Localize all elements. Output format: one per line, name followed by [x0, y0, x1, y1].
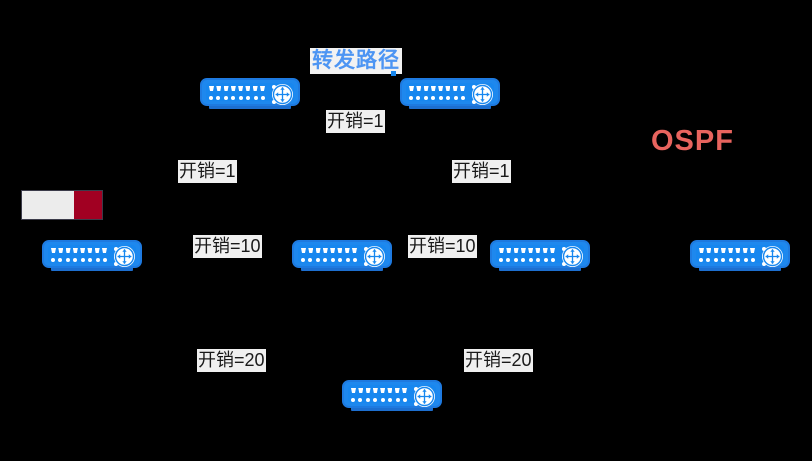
router-bottom[interactable] — [342, 380, 442, 414]
router-base-shadow — [699, 265, 781, 271]
router-port-array — [409, 86, 465, 103]
router-base-shadow — [301, 265, 383, 271]
router-top-right[interactable] — [400, 78, 500, 112]
stray-pixel-artifact — [391, 71, 396, 76]
router-emblem-icon — [472, 84, 493, 105]
marker-white-segment — [22, 191, 74, 219]
cost-label-top-middle: 开销=1 — [326, 110, 385, 133]
router-port-array — [51, 248, 107, 265]
router-port-array — [209, 86, 265, 103]
router-base-shadow — [499, 265, 581, 271]
router-mid-2[interactable] — [292, 240, 392, 274]
router-port-array — [499, 248, 555, 265]
router-chassis — [292, 240, 392, 268]
cost-label-right-lower: 开销=20 — [464, 349, 533, 372]
router-port-array — [301, 248, 357, 265]
router-chassis — [342, 380, 442, 408]
router-chassis — [490, 240, 590, 268]
forwarding-path-title: 转发路径 — [310, 48, 402, 74]
router-base-shadow — [209, 103, 291, 109]
router-mid-1[interactable] — [42, 240, 142, 274]
router-mid-4[interactable] — [690, 240, 790, 274]
cost-label-right-upper: 开销=1 — [452, 160, 511, 183]
router-emblem-icon — [762, 246, 783, 267]
router-emblem-icon — [364, 246, 385, 267]
router-emblem-icon — [562, 246, 583, 267]
router-port-array — [699, 248, 755, 265]
two-tone-marker — [21, 190, 103, 220]
router-emblem-icon — [414, 386, 435, 407]
router-chassis — [400, 78, 500, 106]
router-port-array — [351, 388, 407, 405]
cost-label-left-upper: 开销=1 — [178, 160, 237, 183]
router-mid-3[interactable] — [490, 240, 590, 274]
router-emblem-icon — [114, 246, 135, 267]
cost-label-left-mid: 开销=10 — [193, 235, 262, 258]
cost-label-left-lower: 开销=20 — [197, 349, 266, 372]
router-chassis — [42, 240, 142, 268]
router-base-shadow — [409, 103, 491, 109]
router-base-shadow — [351, 405, 433, 411]
router-top-left[interactable] — [200, 78, 300, 112]
router-chassis — [200, 78, 300, 106]
router-chassis — [690, 240, 790, 268]
router-emblem-icon — [272, 84, 293, 105]
marker-red-segment — [74, 191, 102, 219]
cost-label-right-mid: 开销=10 — [408, 235, 477, 258]
ospf-title: OSPF — [651, 125, 734, 157]
router-base-shadow — [51, 265, 133, 271]
